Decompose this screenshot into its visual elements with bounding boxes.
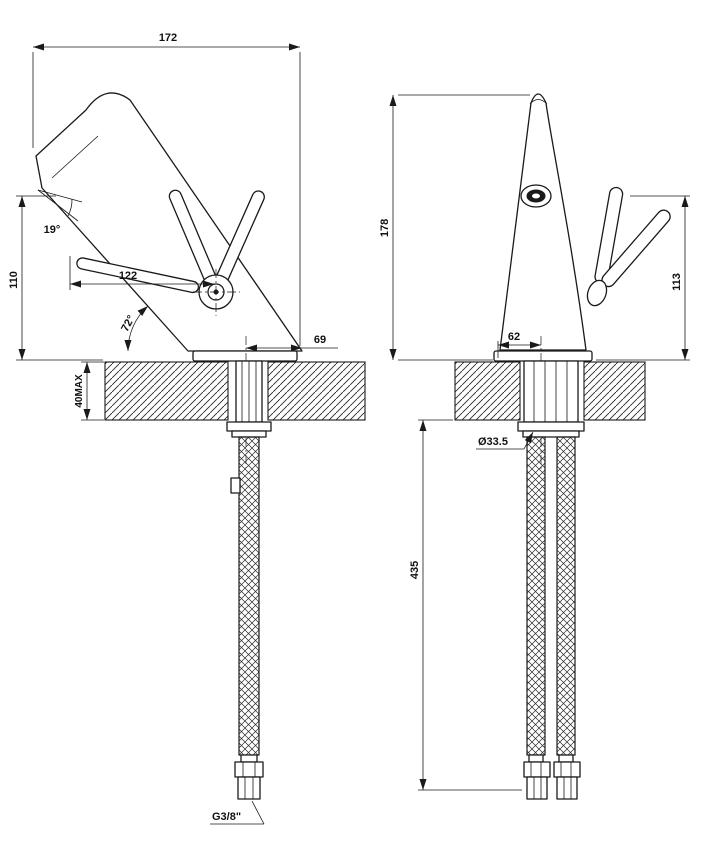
fitting-body-front-right: [556, 776, 578, 800]
pivot-centerlines: [193, 269, 240, 316]
outlet-highlight: [532, 193, 540, 199]
fitting-facets-front-right: [563, 777, 572, 799]
dim-69-label: 69: [314, 334, 326, 346]
thread-label-leader: [251, 800, 265, 825]
fitting-facets-side: [244, 777, 254, 799]
dim-110-label: 110: [8, 271, 20, 289]
locknut-front: [517, 421, 585, 432]
front-pivot: [586, 279, 608, 307]
washer-front: [522, 430, 580, 438]
fitting-neck-side: [240, 754, 258, 763]
hexnut-facets-side: [242, 762, 256, 777]
spout-inner-edge: [51, 135, 99, 179]
dim-19deg-label: 19°: [44, 224, 61, 236]
shank-inner-lines-front: [533, 361, 568, 422]
fitting-body-front-left: [526, 776, 548, 800]
dim-40max-label: 40MAX: [74, 374, 85, 408]
countertop-left-section: [104, 361, 229, 421]
base-flange-front: [493, 350, 593, 362]
base-flange-side: [192, 350, 298, 362]
dim-62-label: 62: [508, 331, 520, 343]
dim-435-label: 435: [409, 561, 421, 579]
hexnut-facets-front-right: [560, 762, 572, 777]
fitting-hexnut-front-right: [553, 761, 581, 778]
side-view: 172 19° 110 122 72° 69 40MAX G3/8": [8, 32, 366, 825]
hexnut-facets-front-left: [530, 762, 542, 777]
braided-hose-side: [238, 436, 260, 756]
dim-hole-diameter-label: Ø33.5: [478, 436, 508, 448]
threaded-shank-front: [523, 360, 579, 423]
dim-172-label: 172: [159, 32, 177, 44]
washer-side: [231, 430, 267, 438]
countertop-right-section-front: [583, 361, 646, 421]
spout-angle-arc: [67, 198, 73, 217]
front-view: 178 113 62 Ø33.5 435: [379, 93, 690, 800]
fitting-neck-front-left: [528, 754, 544, 763]
fitting-hexnut-side: [234, 761, 264, 778]
fitting-neck-front-right: [558, 754, 574, 763]
dim-113-label: 113: [671, 273, 683, 291]
shank-thread-lines: [241, 361, 257, 422]
dim-72deg-arc: [124, 305, 149, 352]
braided-hose-front-right: [556, 436, 576, 756]
spout-angle-ref-line: [37, 189, 83, 203]
locknut-side: [226, 421, 272, 432]
fitting-facets-front-left: [533, 777, 542, 799]
hole-diameter-leader: [523, 431, 534, 450]
fitting-hexnut-front-left: [523, 761, 551, 778]
dim-178-label: 178: [379, 219, 391, 237]
faucet-body-front: [499, 93, 587, 351]
fitting-body-side: [237, 776, 261, 800]
faucet-body-side: [35, 92, 303, 352]
hose-clip: [230, 477, 241, 494]
spout-angle-line: [37, 189, 79, 222]
countertop-left-section-front: [454, 361, 521, 421]
braided-hose-front-left: [526, 436, 546, 756]
countertop-right-section: [267, 361, 366, 421]
thread-size-label: G3/8": [212, 811, 241, 823]
dim-122-label: 122: [119, 270, 137, 282]
tip-seam-line: [529, 99, 548, 105]
dim-72deg-label: 72°: [119, 313, 137, 333]
